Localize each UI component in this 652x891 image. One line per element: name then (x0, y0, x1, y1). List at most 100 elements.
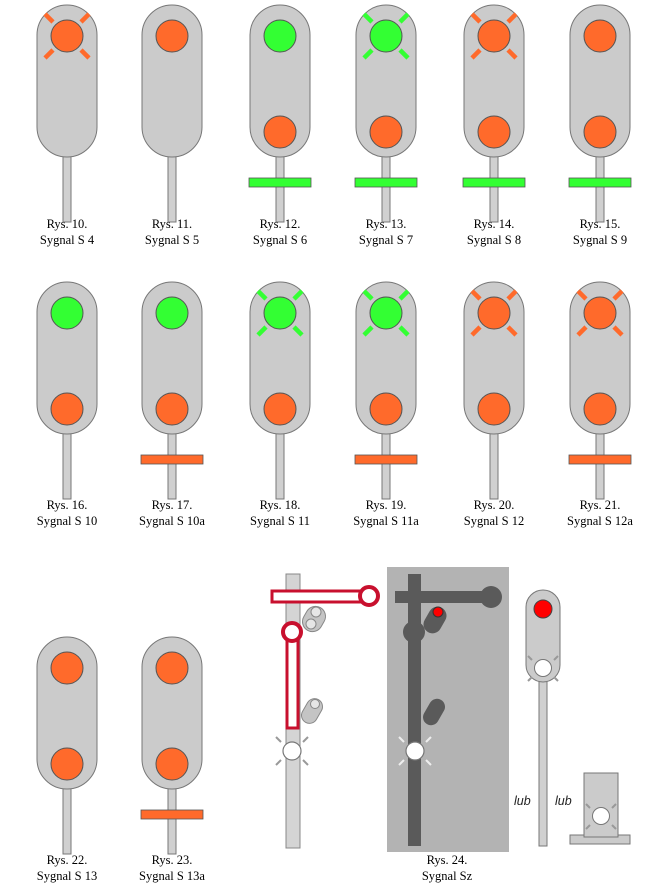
flash-ray (398, 289, 410, 301)
bottom-lamp (477, 392, 511, 426)
bottom-lamp (155, 747, 189, 781)
signal-stripe-orange (140, 454, 204, 465)
bottom-lamp (263, 392, 297, 426)
semaphore-lamp-pair-upper (302, 605, 326, 633)
figure-number: Rys. 21. (580, 498, 621, 512)
signal-body (249, 4, 311, 158)
flash-ray (576, 289, 588, 301)
signal-body (36, 4, 98, 158)
top-lamp-flash-marks (43, 12, 91, 60)
flash-ray (612, 325, 624, 337)
signal-pole (275, 429, 285, 500)
top-lamp (369, 19, 403, 53)
top-lamp-flash-marks (470, 12, 518, 60)
top-lamp (583, 19, 617, 53)
signal-body (463, 4, 525, 158)
top-lamp-flash-marks (470, 289, 518, 337)
signal-figure-rys16: Rys. 16.Sygnal S 10 (36, 281, 98, 528)
dark-lamp-pair-upper (423, 606, 447, 634)
top-lamp-flash-marks (256, 289, 304, 337)
signal-body (569, 4, 631, 158)
signal-stripe-orange (568, 454, 632, 465)
figure-name: Sygnal S 7 (359, 233, 413, 247)
bottom-lamp (583, 115, 617, 149)
flash-ray (398, 48, 410, 60)
rys24-light-signal (525, 589, 561, 847)
figure-number: Rys. 22. (47, 853, 88, 867)
signal-figure-rys18: Rys. 18.Sygnal S 11 (249, 281, 311, 528)
flash-ray (506, 325, 518, 337)
top-lamp (50, 296, 84, 330)
figure-name: Sygnal S 12 (464, 514, 524, 528)
signal-body (141, 4, 203, 158)
signal-body (36, 281, 98, 435)
signal-pole (275, 152, 285, 223)
rys24-semaphore-light (270, 573, 380, 849)
flash-ray (256, 289, 268, 301)
top-lamp (583, 296, 617, 330)
rys24-semaphore-dark (387, 567, 509, 852)
bottom-lamp (477, 115, 511, 149)
rys24-name: Sygnal Sz (422, 869, 473, 883)
signal-body (355, 4, 417, 158)
dark-arm-horizontal (395, 591, 490, 603)
figure-name: Sygnal S 10a (139, 514, 205, 528)
bottom-lamp (369, 392, 403, 426)
dark-panel-background (387, 567, 509, 852)
top-lamp (50, 19, 84, 53)
signal-stripe-green (462, 177, 526, 188)
flash-ray (362, 48, 374, 60)
flash-ray (506, 48, 518, 60)
signal-pole (167, 152, 177, 223)
figure-name: Sygnal S 11 (250, 514, 310, 528)
signal-pole (595, 429, 605, 500)
signal-body (141, 636, 203, 790)
signal-figure-rys14: Rys. 14.Sygnal S 8 (462, 4, 526, 247)
dark-arm2-disc (403, 621, 425, 643)
signal-figure-rys17: Rys. 17.Sygnal S 10a (139, 281, 205, 528)
flash-ray (362, 12, 374, 24)
bottom-lamp (583, 392, 617, 426)
flash-ray (470, 12, 482, 24)
figure-name: Sygnal S 13 (37, 869, 97, 883)
signal-body (36, 636, 98, 790)
figure-number: Rys. 15. (580, 217, 621, 231)
lub-label-1: lub (514, 794, 531, 808)
signal-pole (62, 784, 72, 855)
figure-name: Sygnal S 9 (573, 233, 627, 247)
top-lamp (50, 651, 84, 685)
flash-ray (470, 325, 482, 337)
bottom-lamp (369, 115, 403, 149)
signal-body (355, 281, 417, 435)
top-lamp (369, 296, 403, 330)
flash-ray (256, 325, 268, 337)
flash-ray (79, 12, 91, 24)
signal-pole (62, 429, 72, 500)
figure-name: Sygnal S 5 (145, 233, 199, 247)
flash-ray (612, 289, 624, 301)
figure-name: Sygnal S 13a (139, 869, 205, 883)
top-lamp (263, 296, 297, 330)
substitute-white-lamp-2 (398, 736, 432, 766)
flash-ray (43, 12, 55, 24)
flash-ray (79, 48, 91, 60)
signal-pole (167, 429, 177, 500)
flash-ray (576, 325, 588, 337)
signal-pole (489, 152, 499, 223)
bottom-lamp (155, 392, 189, 426)
signal-figure-rys23: Rys. 23.Sygnal S 13a (139, 636, 205, 883)
flash-ray (470, 289, 482, 301)
signal-pole (595, 152, 605, 223)
figure-name: Sygnal S 4 (40, 233, 95, 247)
figure-name: Sygnal S 10 (37, 514, 97, 528)
signal-stripe-orange (140, 809, 204, 820)
figure-number: Rys. 10. (47, 217, 88, 231)
top-lamp-flash-marks (362, 289, 410, 337)
bottom-lamp (263, 115, 297, 149)
red-lamp (533, 599, 553, 619)
rys24-ground-signal (569, 772, 631, 845)
signal-figure-rys13: Rys. 13.Sygnal S 7 (354, 4, 418, 247)
figure-number: Rys. 11. (152, 217, 192, 231)
flash-ray (398, 12, 410, 24)
dark-arm-vertical (408, 640, 421, 726)
